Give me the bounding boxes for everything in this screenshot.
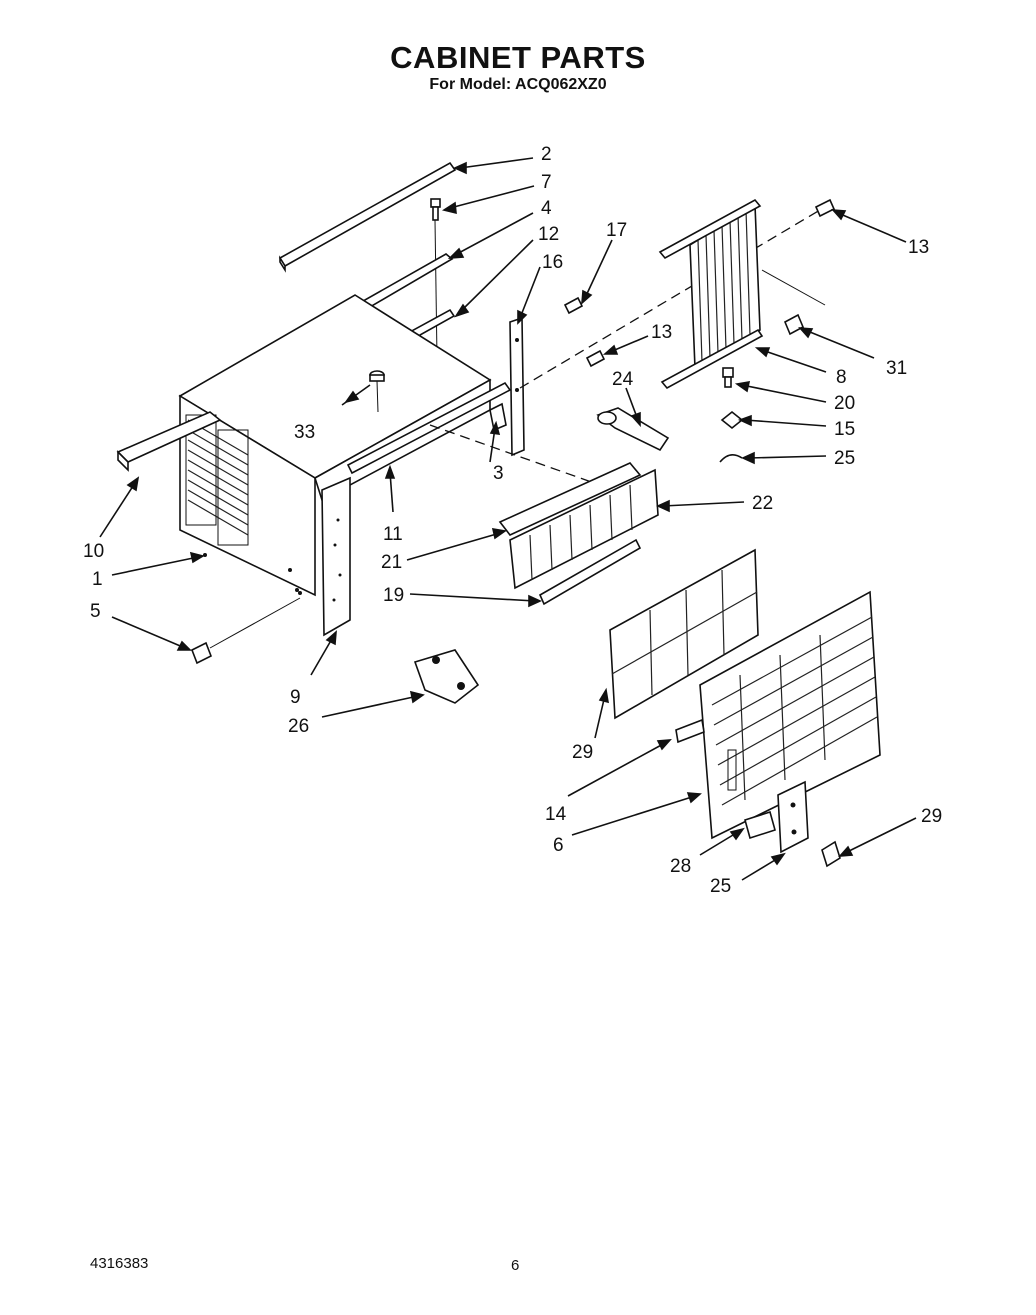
part-9-side-seal [321,476,351,637]
callout-22: 17 [606,220,627,241]
callout-9: 9 [290,687,301,708]
part-14-strip [675,718,705,744]
page-title: CABINET PARTS [390,40,646,75]
callout-4: 4 [541,198,552,219]
callout-12: 12 [538,224,559,245]
callout-11: 11 [383,524,403,545]
callout-24: 19 [383,585,404,606]
callout-7: 7 [541,172,552,193]
callout-13-mid: 13 [651,322,672,343]
callout-2: 2 [541,144,552,165]
part-33-plug-icon [369,370,385,413]
part-11-top-seal [346,381,512,475]
callout-5: 5 [90,601,101,622]
part-5-screw-icon [190,641,213,665]
callout-28: 28 [670,856,691,877]
part-16-screw-icon [722,367,734,388]
callout-26: 26 [288,716,309,737]
part-7-screw-icon [430,198,441,359]
callout-1: 1 [92,569,103,590]
document-number: 4316383 [90,1255,149,1272]
part-6-front-grille [699,590,881,840]
part-20-clip-icon [719,454,743,463]
callout-18: 22 [752,493,773,514]
model-subtitle: For Model: ACQ062XZ0 [429,76,607,93]
part-28-latch [744,810,776,840]
callout-14: 14 [545,804,567,825]
callout-31: 29 [572,742,593,763]
part-22-screw-icon [563,296,584,315]
part-1-cabinet [178,294,492,597]
part-2-top-channel [278,161,457,273]
callout-19: 24 [612,369,634,390]
leader-lines [99,157,917,881]
part-29-screw-icon [821,840,841,868]
part-25-bracket [777,780,809,854]
callout-25: 25 [710,876,731,897]
callout-16: 20 [834,393,855,414]
callout-21: 16 [542,252,563,273]
part-18-louver-assembly [509,468,659,590]
callout-13-top: 13 [908,237,929,258]
part-8-side-curtain [658,198,826,390]
callout-3: 3 [493,463,504,484]
page-number: 6 [511,1257,520,1274]
part-3-bracket [489,402,507,432]
part-19-knob-lever [596,407,670,452]
callout-8: 8 [836,367,847,388]
part-13-screw-icon [585,349,606,368]
part-31-air-filter [609,548,759,720]
callout-17: 21 [381,552,402,573]
callout-29: 29 [921,806,942,827]
part-32-fastener-icon [783,313,805,336]
callout-6: 6 [553,835,564,856]
part-26-hardware-bag [413,649,480,704]
part-24-strip [538,538,642,606]
callout-32: 31 [886,358,907,379]
callout-labels: 2 7 4 12 16 17 13 13 31 8 20 15 25 24 22… [83,144,942,897]
callout-20: 25 [834,448,855,469]
callout-10: 10 [83,541,104,562]
part-13-top-screw-icon [814,198,836,218]
callout-15: 15 [834,419,855,440]
callout-33: 33 [294,422,315,443]
